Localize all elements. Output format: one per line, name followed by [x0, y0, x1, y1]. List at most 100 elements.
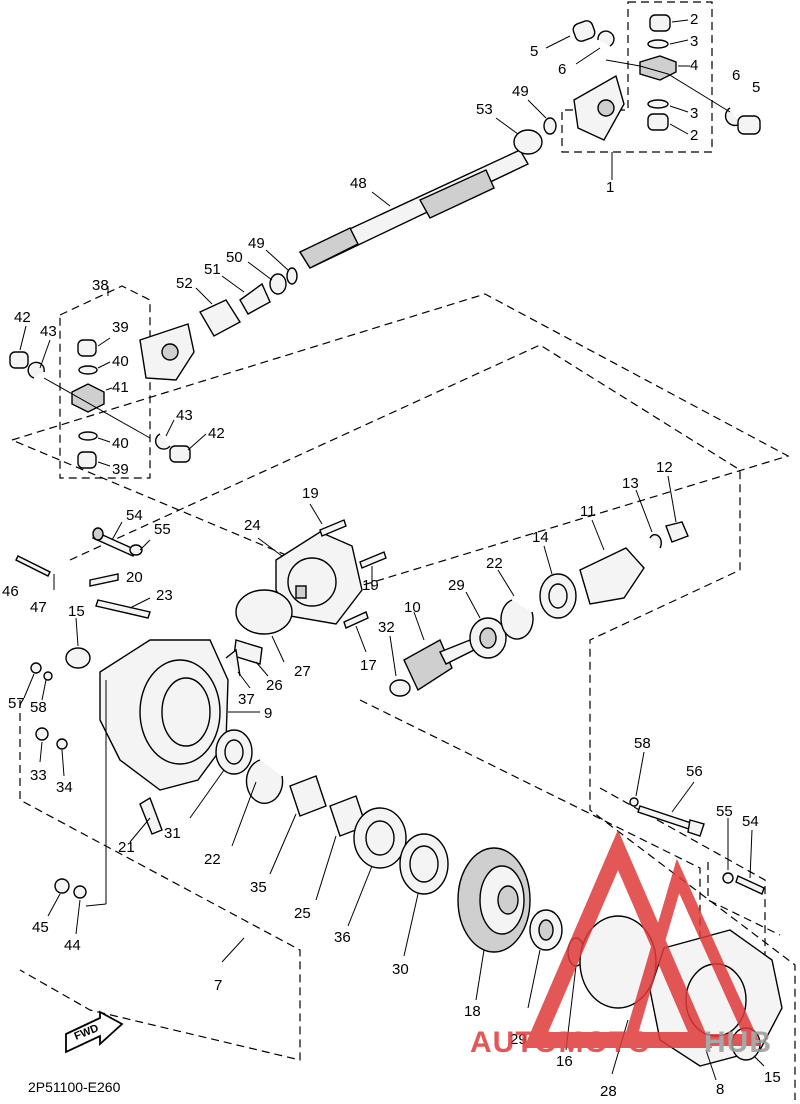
watermark: AUTOMOTO HUB	[470, 829, 771, 1059]
pinion-assembly	[389, 611, 475, 697]
bolt-icon	[319, 519, 347, 537]
callout-36: 36	[334, 929, 351, 946]
callout-44: 44	[64, 937, 81, 954]
callout-34: 34	[56, 779, 73, 796]
callout-55: 55	[716, 803, 733, 820]
rod-icon	[95, 599, 151, 619]
callout-15: 15	[68, 603, 85, 620]
circlip-icon	[500, 599, 534, 640]
callout-46: 46	[2, 583, 19, 600]
callout-49: 49	[248, 235, 265, 252]
boot-assembly	[195, 249, 298, 337]
callout-18: 18	[464, 1003, 481, 1020]
oil-seal-icon	[65, 647, 91, 669]
o-ring-icon	[235, 589, 293, 635]
callout-19: 19	[302, 485, 319, 502]
callout-37: 37	[238, 691, 255, 708]
callout-56: 56	[686, 763, 703, 780]
callout-54: 54	[742, 813, 759, 830]
nut-icon	[54, 878, 70, 894]
forward-direction-arrow[interactable]: FWD	[65, 1010, 124, 1054]
circlip-icon	[647, 99, 669, 109]
callout-14: 14	[532, 529, 549, 546]
callout-39: 39	[112, 461, 129, 478]
callout-43: 43	[176, 407, 193, 424]
callout-48: 48	[350, 175, 367, 192]
washer-icon	[129, 544, 143, 556]
callout-21: 21	[118, 839, 135, 856]
bearing-cup-icon	[9, 351, 29, 369]
output-flange-assembly	[465, 475, 689, 659]
callout-6: 6	[558, 61, 566, 78]
bearing-cup-icon	[77, 451, 97, 469]
callout-50: 50	[226, 249, 243, 266]
bolt-icon	[735, 875, 765, 895]
circlip-icon	[78, 365, 98, 375]
watermark-text-red: AUTOMOTO	[470, 1026, 652, 1059]
needle-bearing-icon	[289, 775, 327, 817]
upper-universal-joint	[545, 14, 761, 141]
bearing-cup-icon	[572, 20, 596, 42]
callout-17: 17	[360, 657, 377, 674]
callout-2: 2	[690, 11, 698, 28]
circlip-icon	[245, 759, 284, 804]
callout-19: 19	[362, 577, 379, 594]
callout-5: 5	[530, 43, 538, 60]
callout-2: 2	[690, 127, 698, 144]
callout-5: 5	[752, 79, 760, 96]
callout-6: 6	[732, 67, 740, 84]
washer-icon	[722, 872, 734, 884]
clip-icon	[225, 648, 241, 677]
pinion-gear-icon	[403, 639, 453, 692]
callout-12: 12	[656, 459, 673, 476]
callout-39: 39	[112, 319, 129, 336]
callout-22: 22	[204, 851, 221, 868]
bearing-cup-icon	[737, 115, 761, 135]
callout-16: 16	[556, 1053, 573, 1070]
circlip-icon	[286, 267, 298, 285]
pin-icon	[15, 555, 51, 577]
fwd-arrow-icon	[65, 1010, 124, 1054]
bearing-cup-icon	[169, 445, 191, 463]
callout-9: 9	[264, 705, 272, 722]
callout-4: 4	[690, 57, 698, 74]
boot-icon	[199, 299, 241, 337]
circlip-icon	[647, 39, 669, 49]
nut-icon	[665, 521, 689, 543]
callout-25: 25	[294, 905, 311, 922]
callout-58: 58	[30, 699, 47, 716]
callout-20: 20	[126, 569, 143, 586]
callout-26: 26	[266, 677, 283, 694]
oil-seal-icon	[513, 129, 543, 155]
callout-30: 30	[392, 961, 409, 978]
callout-33: 33	[30, 767, 47, 784]
callout-55: 55	[154, 521, 171, 538]
callout-42: 42	[14, 309, 31, 326]
callout-15: 15	[764, 1069, 781, 1086]
ring-gear-side-parts	[189, 729, 449, 957]
circlip-icon	[597, 30, 615, 47]
callout-8: 8	[716, 1081, 724, 1098]
callout-1: 1	[606, 179, 614, 196]
callout-29: 29	[510, 1031, 527, 1048]
bearing-cup-icon	[647, 113, 669, 131]
callout-51: 51	[204, 261, 221, 278]
spring-icon	[239, 282, 271, 315]
washer-icon	[269, 273, 287, 295]
spider-cross-icon	[71, 383, 105, 413]
callout-45: 45	[32, 919, 49, 936]
callout-31: 31	[164, 825, 181, 842]
circlip-icon	[154, 433, 171, 450]
seals-and-spring	[225, 589, 293, 689]
callout-32: 32	[378, 619, 395, 636]
callout-57: 57	[8, 695, 25, 712]
circlip-icon	[78, 431, 98, 441]
callout-13: 13	[622, 475, 639, 492]
callout-52: 52	[176, 275, 193, 292]
fasteners-upper	[15, 521, 151, 619]
callout-labels: 1 2 2 3 3 4 5 5 6 6 7 8 9 10 11 12 13 14…	[2, 11, 781, 1100]
circlip-icon	[27, 361, 45, 379]
washer-icon	[56, 738, 68, 750]
callout-3: 3	[690, 33, 698, 50]
callout-41: 41	[112, 379, 129, 396]
